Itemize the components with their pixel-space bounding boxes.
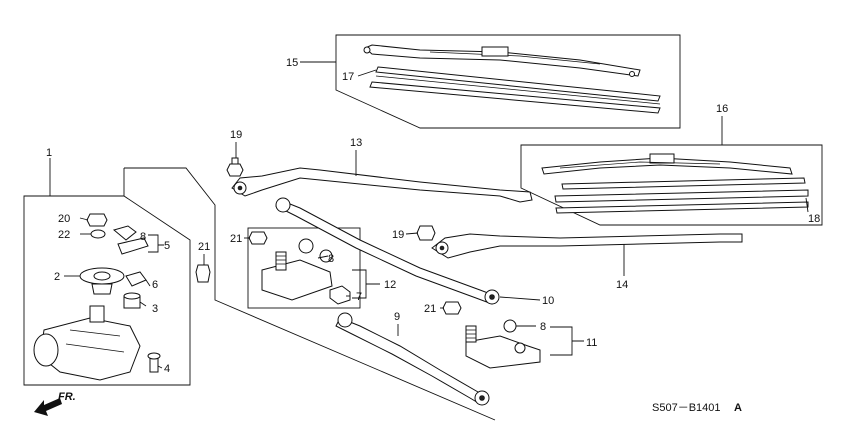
diagram-code: S507－B1401 xyxy=(652,402,721,414)
callout-3: 3 xyxy=(152,303,158,315)
wiper-blade-15 xyxy=(363,44,641,77)
callout-1: 1 xyxy=(46,147,52,159)
wiper-arm-14 xyxy=(431,233,743,259)
callout-21-left: 21 xyxy=(230,233,242,245)
blade-group-box-15 xyxy=(335,34,681,129)
callout-16: 16 xyxy=(716,103,728,115)
wiper-pivot-12 xyxy=(261,238,351,305)
callout-21-right: 21 xyxy=(198,241,210,253)
callout-8-pivot12: 8 xyxy=(328,253,334,265)
wiper-link-9 xyxy=(335,312,490,406)
nut-20 xyxy=(86,213,108,227)
callout-19-lower: 19 xyxy=(392,229,404,241)
callout-22: 22 xyxy=(58,229,70,241)
callout-18: 18 xyxy=(808,213,820,225)
wiper-link-10 xyxy=(275,197,500,305)
nut-21-left xyxy=(248,231,268,245)
callout-11: 11 xyxy=(586,337,597,349)
blade-group-box-16 xyxy=(520,144,823,226)
callout-2: 2 xyxy=(54,271,60,283)
callout-15: 15 xyxy=(286,57,298,69)
callout-6: 6 xyxy=(152,279,158,291)
nut-19-lower xyxy=(416,225,436,241)
clip-6 xyxy=(125,271,147,287)
callout-7: 7 xyxy=(356,291,362,303)
callout-10: 10 xyxy=(542,295,554,307)
callout-13: 13 xyxy=(350,137,362,149)
linkage-group-box xyxy=(123,167,496,421)
wiper-pivot-11 xyxy=(465,319,541,369)
callout-21-middle: 21 xyxy=(424,303,436,315)
callout-20: 20 xyxy=(58,213,70,225)
blade-refill-18 xyxy=(554,177,809,214)
nut-19-upper xyxy=(226,157,244,177)
callout-12: 12 xyxy=(384,279,396,291)
callout-19-upper: 19 xyxy=(230,129,242,141)
pivot-group-box-12 xyxy=(247,227,361,309)
callout-5: 5 xyxy=(164,240,170,252)
callout-8-pivot11: 8 xyxy=(540,321,546,333)
bolt-4 xyxy=(147,352,161,373)
motor-group-box xyxy=(23,195,191,386)
wiper-blade-16 xyxy=(541,153,793,175)
callout-14: 14 xyxy=(616,279,628,291)
cap-8-motor xyxy=(112,225,137,241)
callout-17: 17 xyxy=(342,71,354,83)
nut-21-right xyxy=(195,264,211,283)
washer-22 xyxy=(90,229,106,239)
wiper-motor xyxy=(33,305,141,381)
gear-2 xyxy=(79,267,125,295)
wiper-arm-13 xyxy=(231,167,533,203)
diagram-code-suffix: A xyxy=(734,402,742,414)
callout-9: 9 xyxy=(394,311,400,323)
blade-refill-17 xyxy=(369,66,661,114)
callout-4: 4 xyxy=(164,363,170,375)
bracket-5 xyxy=(117,237,149,255)
front-arrow-icon xyxy=(34,398,62,416)
callout-8-motor: 8 xyxy=(140,231,146,243)
direction-label: FR. xyxy=(58,391,76,403)
bushing-3 xyxy=(123,292,141,309)
nut-21-middle xyxy=(442,301,462,315)
